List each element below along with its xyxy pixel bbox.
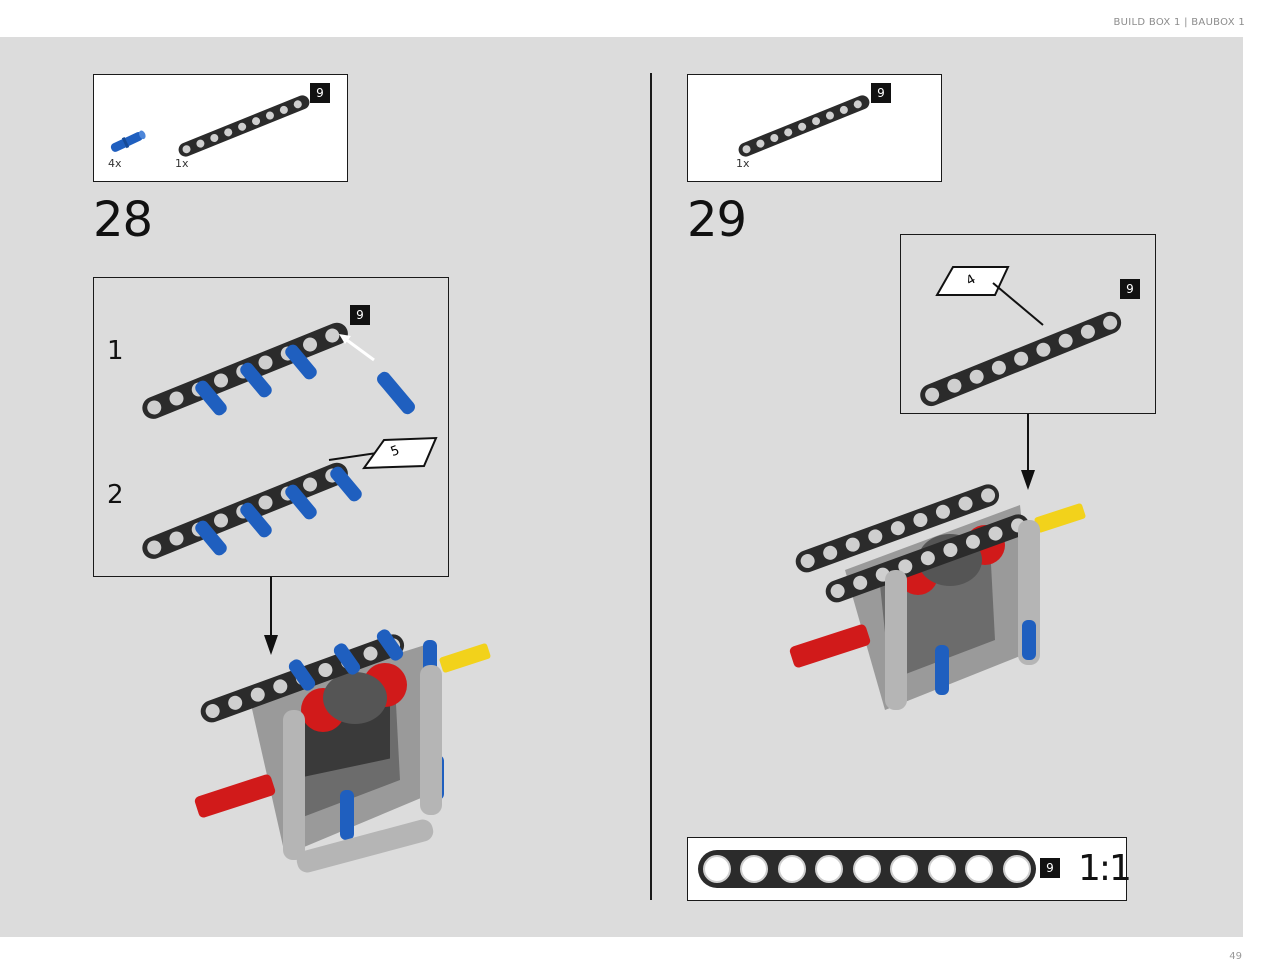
sub-assembly-callout-29: 9 4: [900, 234, 1156, 414]
beam-9-icon: [738, 95, 870, 157]
blue-pin-icon: [110, 130, 146, 152]
step-number-29: 29: [687, 192, 747, 248]
down-arrow-28: [264, 577, 278, 655]
qty-pin: 4x: [108, 157, 122, 170]
qty-beam: 1x: [175, 157, 189, 170]
beam-with-sticker-illustration: [142, 436, 438, 559]
assembly-model-29: [789, 484, 1086, 710]
down-arrow-29: [1021, 414, 1035, 490]
scale-label: 1:1: [1078, 848, 1132, 889]
callout-beam-badge: 9: [350, 305, 370, 325]
page-header: BUILD BOX 1 | BAUBOX 1: [0, 0, 1280, 37]
beam-with-pins-illustration: [142, 322, 415, 419]
sub-assembly-callout-28: 1 2 9: [93, 277, 449, 577]
page-divider: [650, 73, 652, 900]
callout-beam-badge: 9: [1120, 279, 1140, 299]
beam-length-badge: 9: [871, 83, 891, 103]
parts-list-step-28: 4x 1x 9: [93, 74, 348, 182]
header-text: BUILD BOX 1 | BAUBOX 1: [1113, 17, 1245, 28]
beam-with-sticker-illustration: [920, 266, 1122, 407]
beam-9-icon: [178, 95, 310, 157]
qty-beam: 1x: [736, 157, 750, 170]
beam-9-scale-icon: [698, 850, 1036, 888]
sub-step-2: 2: [107, 480, 124, 510]
page-number: 49: [1229, 951, 1242, 962]
step-number-28: 28: [93, 192, 153, 248]
sub-step-1: 1: [107, 336, 124, 366]
parts-list-step-29: 1x 9: [687, 74, 942, 182]
beam-length-badge: 9: [310, 83, 330, 103]
scale-reference-box: 9 1:1: [687, 837, 1132, 901]
assembly-model-28: [194, 629, 491, 873]
scale-beam-badge: 9: [1040, 858, 1060, 878]
